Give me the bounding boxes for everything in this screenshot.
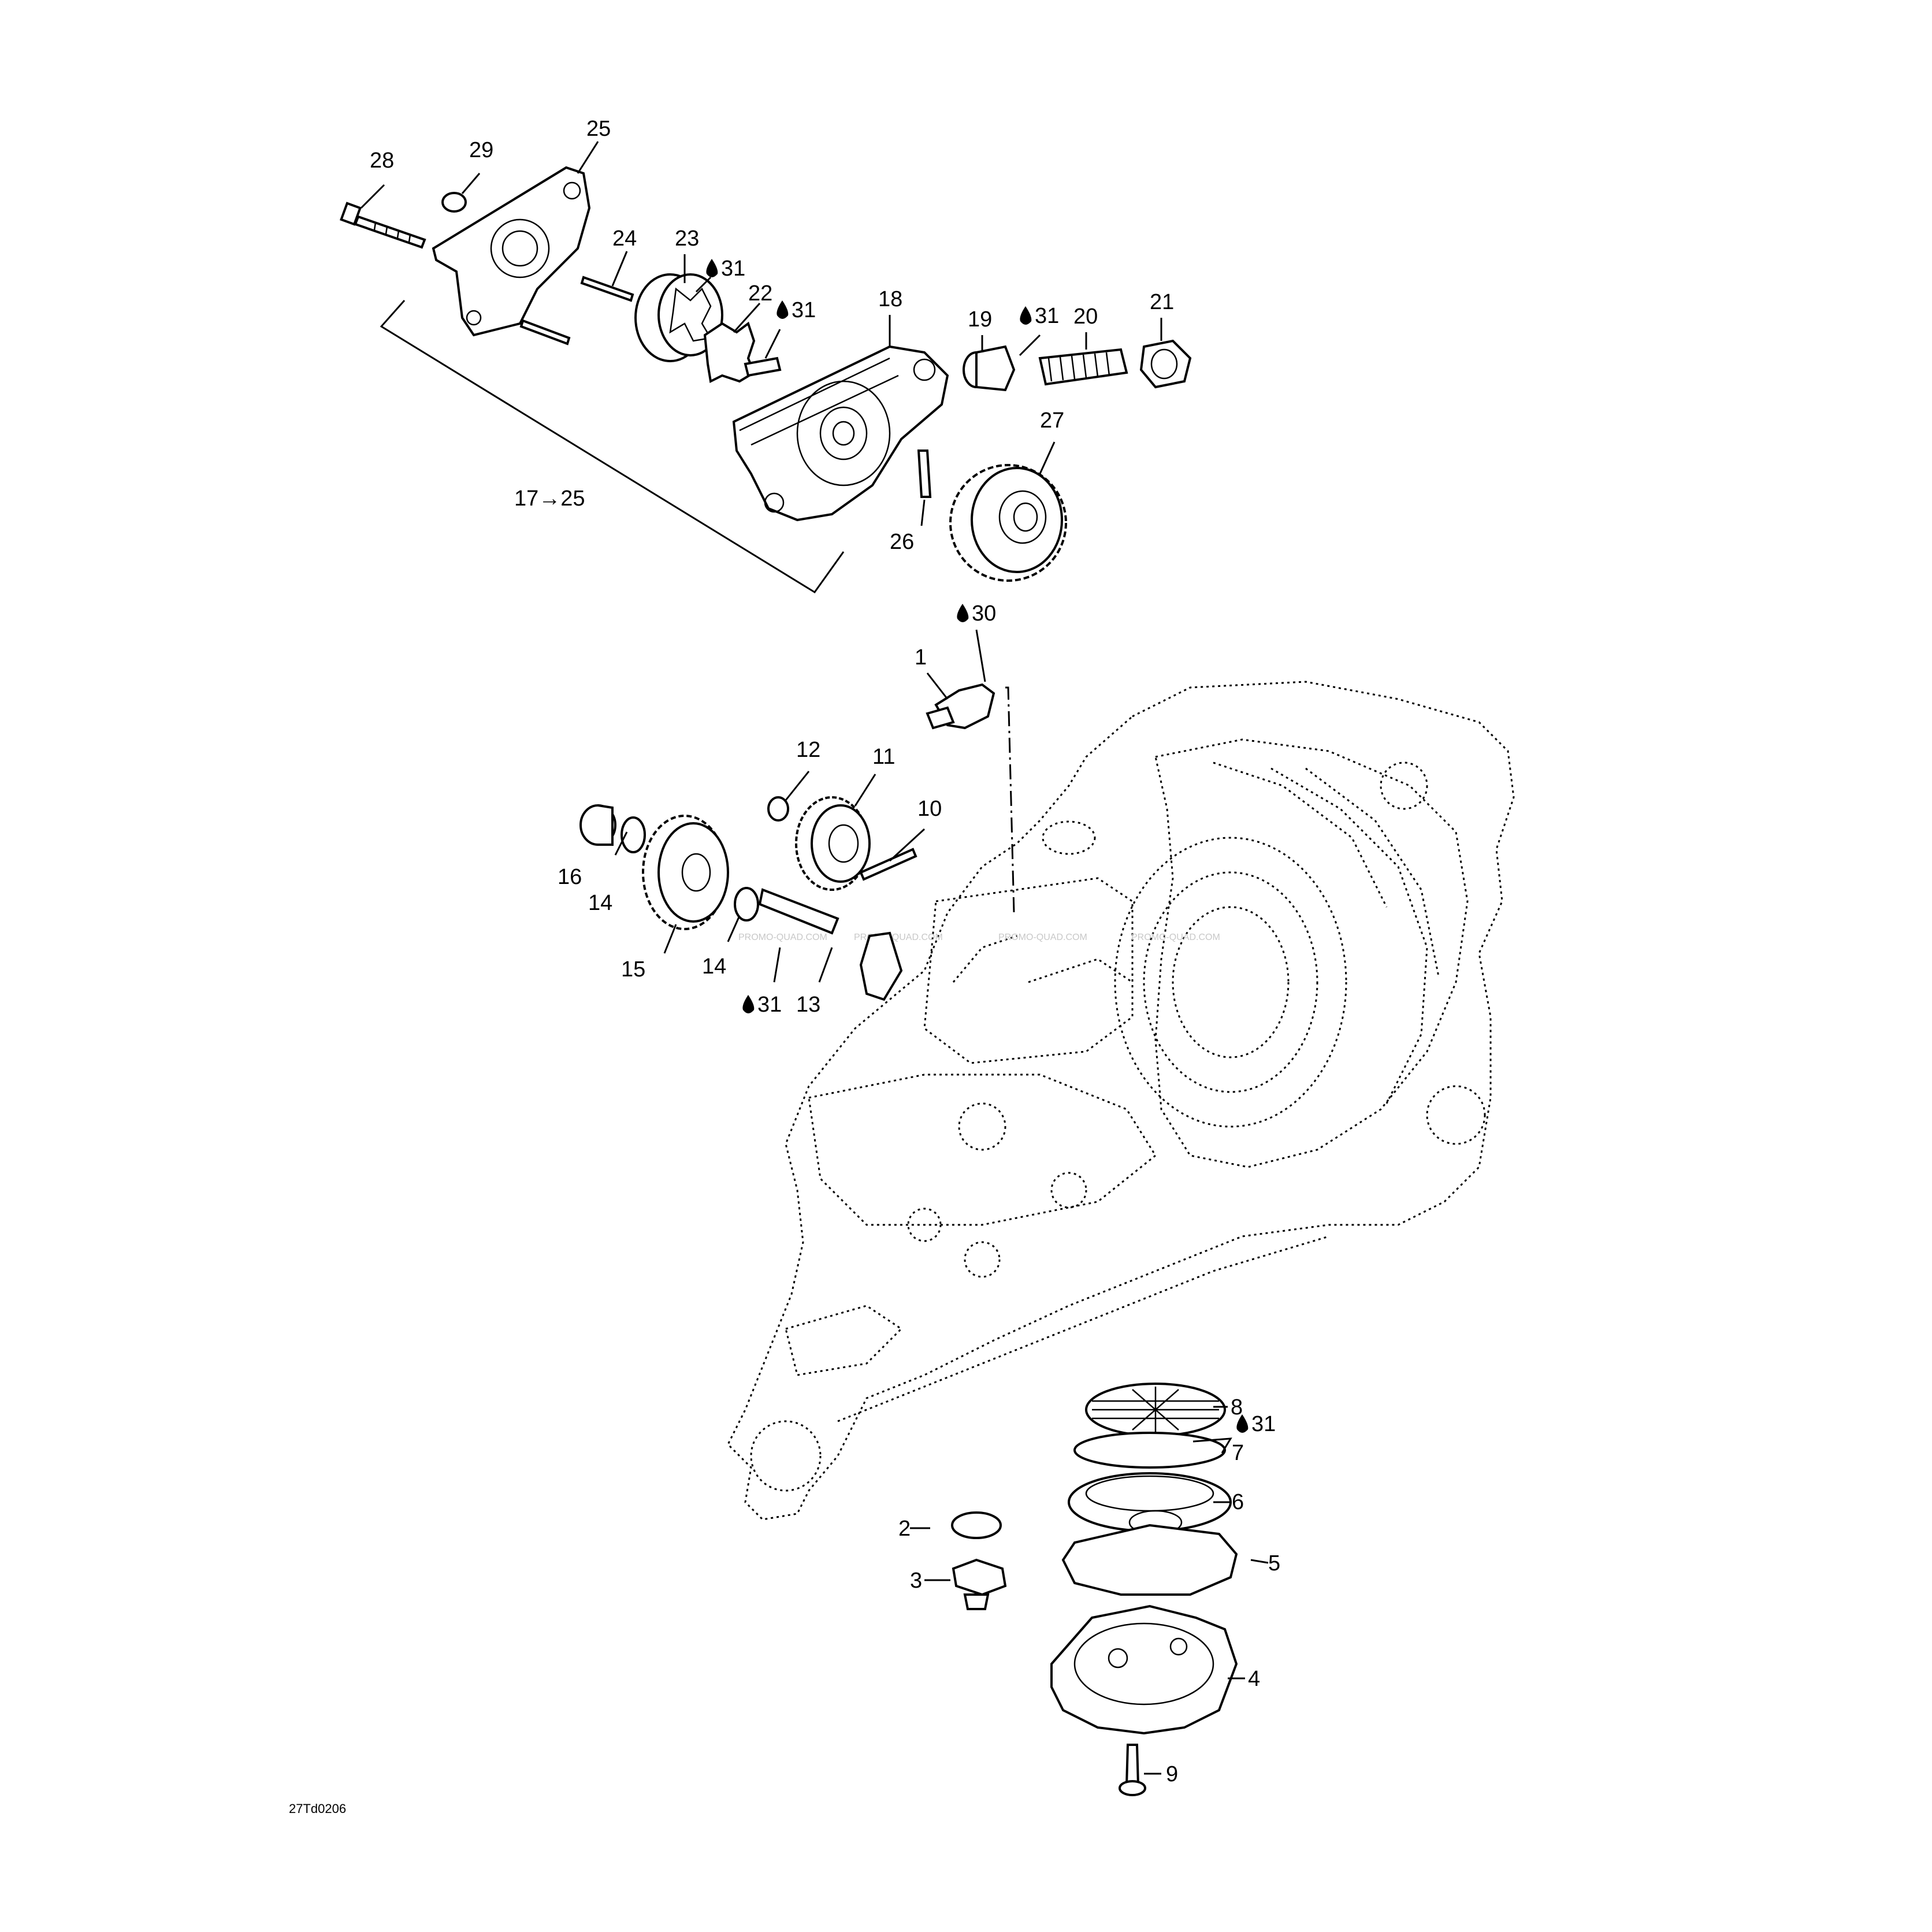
sensor-1: [926, 683, 995, 730]
callout-6: 6: [1232, 1490, 1244, 1514]
callout-5: 5: [1268, 1551, 1280, 1576]
callout-3: 3: [910, 1569, 922, 1593]
axis-line-1: [1005, 686, 1015, 913]
svg-text:31: 31: [792, 298, 816, 322]
drop-icon: [1236, 1414, 1249, 1433]
callout-23: 23: [675, 226, 699, 251]
oil-callout-23: 31: [706, 257, 745, 281]
drop-icon: [957, 604, 969, 622]
spring-20: [1038, 348, 1128, 386]
callout-12: 12: [796, 738, 820, 762]
callout-18: 18: [878, 287, 902, 311]
svg-text:31: 31: [757, 993, 782, 1017]
callout-21: 21: [1150, 290, 1174, 314]
drop-icon: [742, 995, 755, 1013]
callout-22: 22: [748, 281, 772, 306]
washer-14b: [734, 887, 759, 922]
bushing-16: [579, 804, 616, 846]
oil-callout-8: 31: [1236, 1412, 1276, 1436]
oil-callout-13: 31: [742, 993, 782, 1017]
svg-text:31: 31: [1251, 1412, 1276, 1436]
callout-19: 19: [968, 307, 992, 332]
oil-callout-19: 31: [1020, 304, 1059, 328]
callout-9: 9: [1166, 1762, 1178, 1786]
ring-29: [441, 192, 467, 213]
oring-2: [951, 1511, 1002, 1539]
assembly-label: 17→25: [514, 486, 585, 511]
callout-1: 1: [915, 645, 927, 670]
oil-callout-30: 30: [957, 601, 996, 626]
assembly-bracket: [380, 300, 845, 594]
callout-7: 7: [1232, 1441, 1244, 1465]
drop-icon: [1020, 306, 1032, 325]
bolt-28: [340, 202, 426, 249]
drop-icon: [706, 259, 718, 277]
shaft-10: [859, 848, 917, 881]
housing-4: [1050, 1604, 1238, 1735]
pump-cover-25: [432, 166, 591, 337]
watermark: PROMO-QUAD.COM PROMO-QUAD.COM PROMO-QUAD…: [738, 932, 1220, 942]
bolt-9: [1119, 1744, 1146, 1796]
piston-19: [963, 345, 1016, 392]
svg-text:PROMO-QUAD.COM: PROMO-QUAD.COM: [998, 932, 1087, 942]
callout-25: 25: [586, 117, 611, 141]
callout-13: 13: [796, 993, 820, 1017]
callout-26: 26: [890, 530, 914, 554]
callout-10: 10: [917, 797, 942, 821]
svg-text:PROMO-QUAD.COM: PROMO-QUAD.COM: [738, 932, 827, 942]
callout-labels: 28 29 25 24 23 31 22 31 18 19 31 20 21 2…: [370, 117, 1280, 1786]
inner-rotor-22: [703, 321, 782, 383]
callout-27: 27: [1040, 408, 1064, 433]
oil-pump-assembly: [340, 166, 1192, 594]
callout-4: 4: [1248, 1667, 1260, 1691]
oil-callout-22: 31: [776, 298, 816, 322]
pin-26: [917, 449, 932, 498]
washer-14a: [621, 816, 646, 853]
drawing-code: 27Td0206: [289, 1801, 346, 1816]
svg-text:30: 30: [972, 601, 996, 626]
svg-text:31: 31: [721, 257, 745, 281]
callout-16: 16: [558, 865, 582, 889]
drop-icon: [776, 300, 789, 319]
leader-lines: [360, 141, 1269, 1775]
circlip-12: [767, 796, 789, 822]
svg-text:PROMO-QUAD.COM: PROMO-QUAD.COM: [1131, 932, 1220, 942]
callout-8: 8: [1231, 1395, 1243, 1420]
oring-7: [1073, 1432, 1226, 1469]
strainer-8: [1085, 1383, 1226, 1437]
callout-11: 11: [872, 745, 895, 769]
callout-2: 2: [898, 1517, 911, 1541]
callout-24: 24: [612, 226, 637, 251]
crankcase-ghost-outline: [727, 681, 1515, 1521]
gear-11: [795, 796, 871, 891]
callout-29: 29: [469, 138, 493, 162]
plug-21: [1139, 339, 1192, 389]
svg-text:31: 31: [1035, 304, 1059, 328]
gear-15: [642, 815, 729, 930]
callout-20: 20: [1073, 304, 1098, 329]
callout-28: 28: [370, 148, 394, 173]
shaft-13: [758, 888, 839, 935]
callout-14a: 14: [588, 891, 612, 915]
gear-27: [949, 464, 1067, 582]
callout-14b: 14: [702, 954, 726, 979]
pin-24b: [519, 319, 571, 345]
gasket-13: [859, 931, 903, 1001]
pump-housing-18: [732, 345, 949, 522]
oring-5: [1061, 1524, 1238, 1596]
drain-plug-3: [952, 1558, 1007, 1610]
callout-15: 15: [621, 957, 645, 982]
pin-24: [580, 276, 634, 302]
